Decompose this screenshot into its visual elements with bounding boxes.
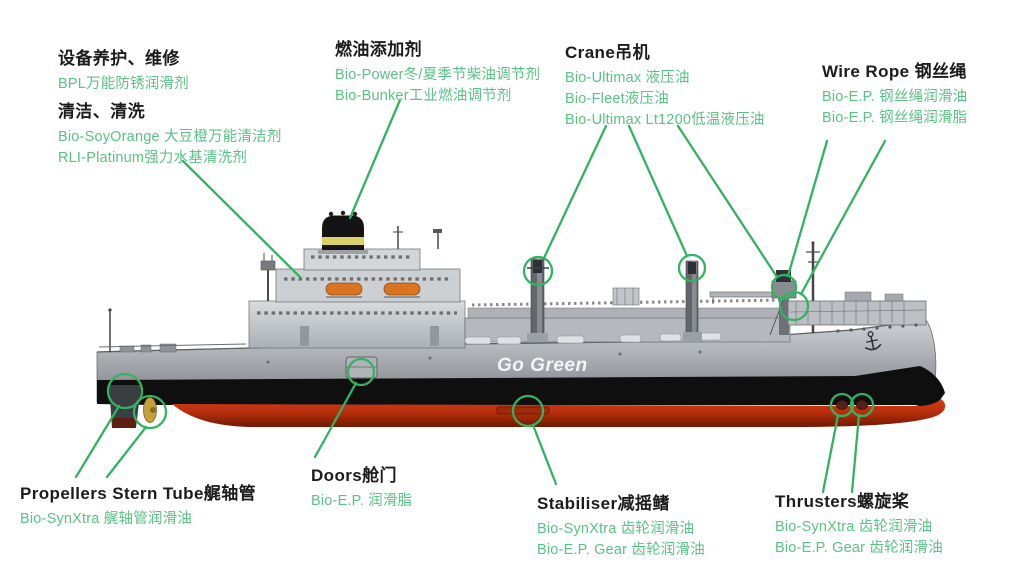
propeller: [143, 397, 157, 423]
callout-product: Bio-Ultimax Lt1200低温液压油: [565, 112, 765, 129]
marker-thruster-fore: [849, 392, 875, 418]
leader-thruster-2: [850, 413, 861, 494]
callout-thrusters: Thrusters螺旋桨 Bio-SynXtra 齿轮润滑油 Bio-E.P. …: [775, 487, 943, 559]
callout-product: Bio-Bunker工业燃油调节剂: [335, 88, 512, 105]
leader-wire-rope-1: [786, 139, 829, 278]
callout-title: Stabiliser减摇鳍: [537, 494, 670, 513]
marker-thruster-aft: [829, 392, 855, 418]
marker-aft-kingpost: [522, 255, 554, 287]
callout-product: Bio-SynXtra 齿轮润滑油: [537, 521, 695, 537]
leader-crane-fore-post: [627, 124, 689, 258]
ship-name-text: Go Green: [497, 355, 588, 376]
leader-fuel-additives: [348, 98, 402, 220]
callout-product: Bio-Power冬/夏季节柴油调节剂: [335, 67, 541, 83]
callout-product: Bio-E.P. Gear 齿轮润滑油: [775, 540, 943, 557]
leader-crane-gantry: [676, 124, 779, 279]
callout-product: RLI-Platinum强力水基清洗剂: [58, 150, 248, 167]
aft-deck-fittings: [98, 343, 247, 353]
bridge-masts: [393, 226, 442, 249]
callout-fuel-additives: 燃油添加剂 Bio-Power冬/夏季节柴油调节剂 Bio-Bunker工业燃油…: [335, 35, 540, 107]
callout-propellers-stern-tube: Propellers Stern Tube艉轴管 Bio-SynXtra 艉轴管…: [20, 479, 256, 530]
antenna-mast: [260, 253, 276, 301]
stabiliser-fin: [496, 406, 550, 415]
callout-title: Thrusters螺旋桨: [775, 492, 910, 511]
leader-propeller-2: [105, 425, 148, 479]
callout-cleaning: 清洁、清洗 Bio-SoyOrange 大豆橙万能清洁剂 RLI-Platinu…: [58, 97, 282, 169]
leader-propeller-1: [74, 404, 121, 479]
leader-doors: [313, 381, 358, 459]
callout-product: Bio-E.P. 润滑脂: [311, 493, 413, 509]
marker-stabiliser: [511, 394, 545, 428]
leader-thruster-1: [821, 413, 840, 494]
waterline-band: [97, 366, 945, 407]
callout-stabiliser: Stabiliser减摇鳍 Bio-SynXtra 齿轮润滑油 Bio-E.P.…: [537, 489, 705, 561]
bow-deck-dots: [836, 323, 918, 333]
markers: [106, 253, 875, 430]
stern-flagpole: [108, 308, 112, 352]
callout-product: Bio-E.P. 钢丝绳润滑脂: [822, 110, 968, 127]
forecastle-structure: [787, 291, 927, 326]
callout-product: Bio-Fleet液压油: [565, 91, 669, 108]
callout-maintenance: 设备养护、维修 BPL万能防锈润滑剂: [58, 44, 189, 95]
anchor-icon: [864, 331, 882, 351]
callout-product: BPL万能防锈润滑剂: [58, 76, 189, 92]
callout-title: 设备养护、维修: [58, 49, 180, 68]
leader-wire-rope-2: [799, 139, 887, 296]
bow-thrusters: [836, 400, 868, 410]
callout-title: Propellers Stern Tube艉轴管: [20, 484, 256, 503]
callout-product: Bio-SynXtra 齿轮润滑油: [775, 519, 933, 535]
marker-propeller: [132, 394, 168, 430]
callout-doors: Doors舱门 Bio-E.P. 润滑脂: [311, 461, 412, 512]
leader-crane-aft-post: [542, 124, 608, 260]
leader-maintenance-cleaning: [181, 159, 302, 279]
callout-title: Doors舱门: [311, 466, 397, 485]
marker-hull-door: [346, 357, 376, 387]
leader-stabiliser: [531, 423, 558, 486]
callout-product: Bio-SynXtra 艉轴管润滑油: [20, 511, 192, 527]
callout-product: Bio-E.P. Gear 齿轮润滑油: [537, 542, 705, 559]
midship-deck: [464, 287, 791, 345]
marker-fore-kingpost: [677, 253, 707, 283]
aft-kingpost-mast: [527, 258, 549, 342]
funnel: [318, 210, 368, 254]
marker-crane-lower: [778, 290, 810, 322]
callout-product: Bio-Ultimax 液压油: [565, 70, 690, 86]
callout-title: 燃油添加剂: [335, 40, 422, 59]
callout-title: 清洁、清洗: [58, 102, 145, 121]
callout-wire-rope: Wire Rope 钢丝绳 Bio-E.P. 钢丝绳润滑油 Bio-E.P. 钢…: [822, 57, 967, 129]
hull-portholes: [266, 350, 702, 364]
callout-product: Bio-SoyOrange 大豆橙万能清洁剂: [58, 129, 282, 145]
marker-crane-upper: [770, 273, 798, 301]
callout-crane: Crane吊机 Bio-Ultimax 液压油 Bio-Fleet液压油 Bio…: [565, 38, 765, 131]
callout-title: Crane吊机: [565, 43, 650, 62]
leader-lines: [74, 98, 887, 494]
callout-title: Wire Rope 钢丝绳: [822, 62, 967, 81]
lifeboats: [325, 282, 421, 298]
ship: Go Green: [96, 210, 946, 428]
callout-product: Bio-E.P. 钢丝绳润滑油: [822, 89, 968, 105]
superstructure: [248, 248, 466, 349]
hull-lower-red: [172, 399, 946, 427]
marker-rudder: [106, 372, 144, 410]
rudder: [109, 385, 141, 428]
